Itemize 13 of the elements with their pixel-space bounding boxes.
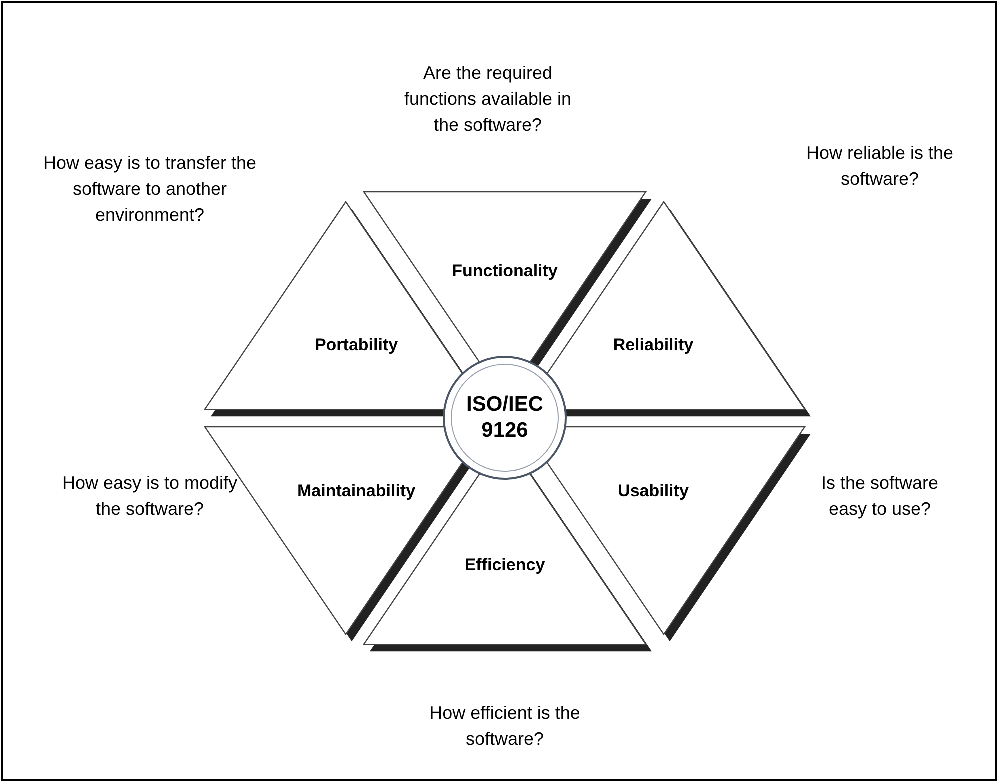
question-text: Are the required functions available in the software? bbox=[403, 62, 573, 137]
question-text: How reliable is the software? bbox=[805, 142, 955, 191]
segment-label: Usability bbox=[618, 480, 689, 502]
segment-label: Portability bbox=[314, 334, 398, 356]
question-text: Is the software easy to use? bbox=[820, 472, 940, 521]
question-text: How efficient is the software? bbox=[428, 702, 582, 751]
segment-label: Functionality bbox=[452, 260, 558, 282]
segment-label: Maintainability bbox=[297, 480, 416, 502]
center-label: ISO/IEC 9126 bbox=[465, 392, 545, 444]
segment-label: Efficiency bbox=[464, 554, 546, 576]
question-text: How easy is to transfer the software to another environment? bbox=[42, 152, 258, 227]
question-text: How easy is to modify the software? bbox=[61, 472, 239, 521]
segment-label: Reliability bbox=[613, 334, 694, 356]
